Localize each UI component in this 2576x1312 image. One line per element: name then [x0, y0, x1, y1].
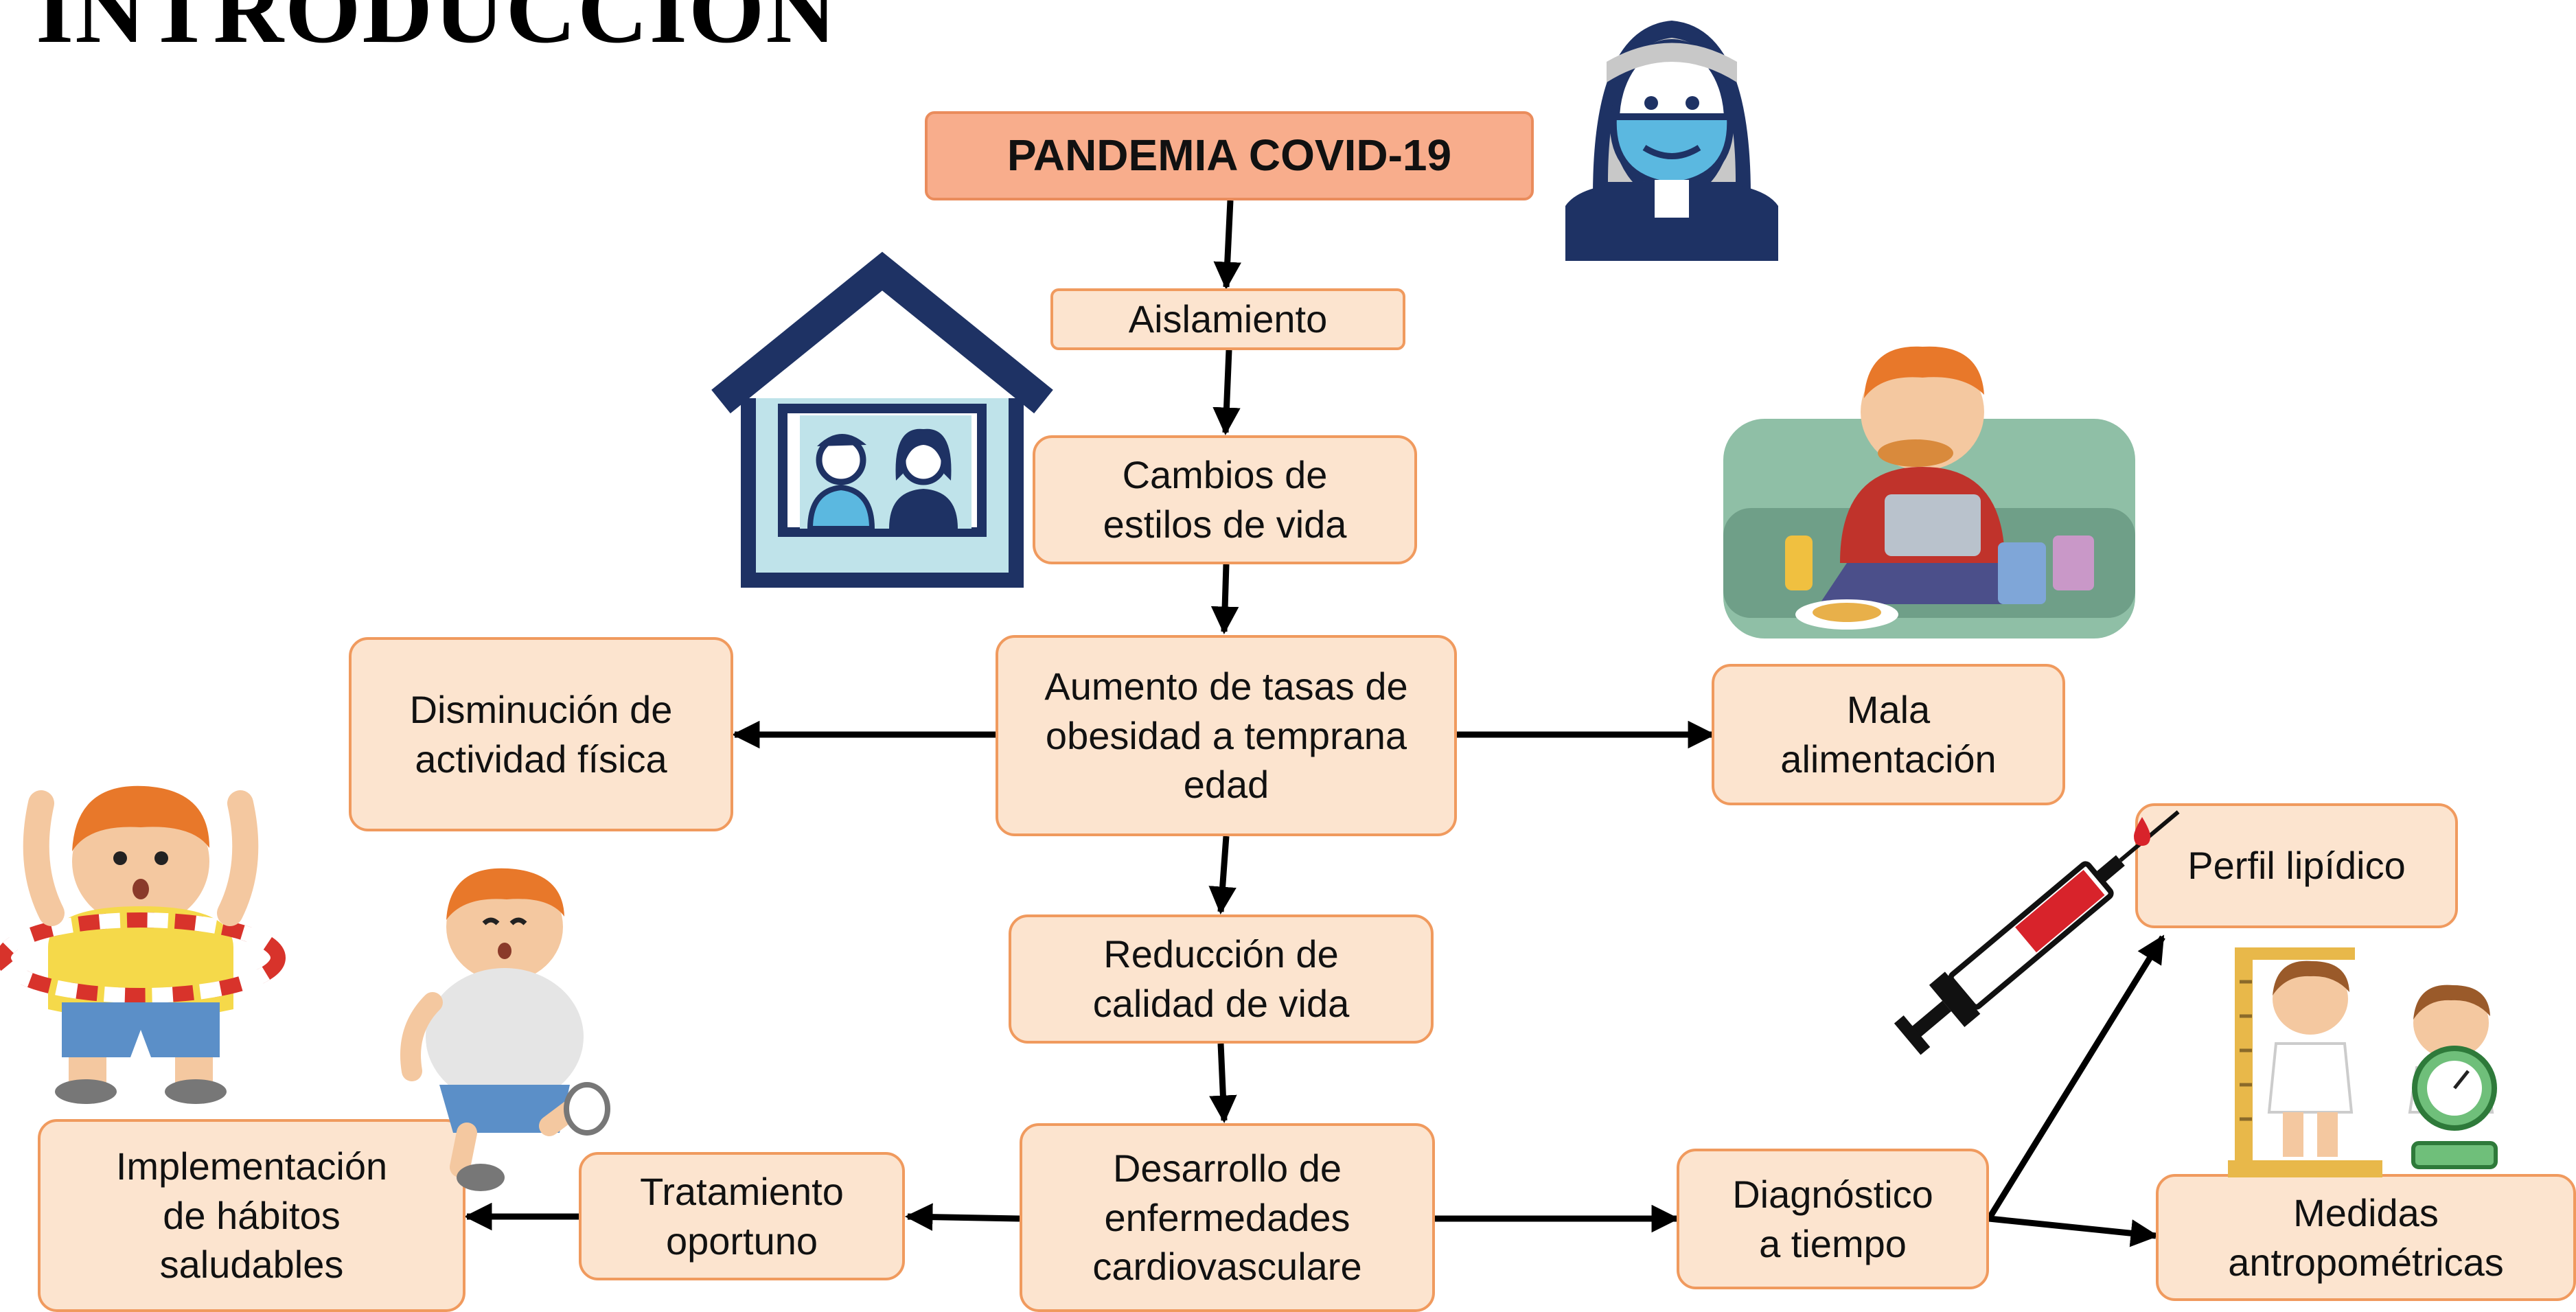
- node-perfil: Perfil lipídico: [2135, 803, 2458, 928]
- node-disminucion: Disminución de actividad física: [349, 637, 733, 831]
- arrow-desarrollo-tratamiento: [904, 1203, 1020, 1231]
- node-mala: Mala alimentación: [1712, 664, 2065, 805]
- arrow-cambios-aumento: [1210, 564, 1239, 635]
- node-implementacion: Implementación de hábitos saludables: [38, 1119, 465, 1312]
- node-cambios: Cambios de estilos de vida: [1033, 435, 1417, 564]
- arrow-reduccion-desarrollo: [1209, 1043, 1237, 1124]
- node-desarrollo: Desarrollo de enfermedades cardiovascula…: [1020, 1123, 1435, 1312]
- node-medidas: Medidas antropométricas: [2156, 1174, 2576, 1301]
- slide-title: INTRODUCCIÓN: [36, 0, 838, 63]
- node-diagnostico: Diagnóstico a tiempo: [1677, 1149, 1989, 1289]
- arrow-diagnostico-perfil: [1986, 934, 2165, 1221]
- node-aumento: Aumento de tasas de obesidad a temprana …: [996, 635, 1457, 836]
- node-pandemia: PANDEMIA COVID-19: [925, 111, 1534, 200]
- node-tratamiento: Tratamiento oportuno: [579, 1152, 905, 1280]
- node-aislamiento: Aislamiento: [1050, 288, 1405, 350]
- arrow-aumento-reduccion: [1208, 836, 1237, 915]
- node-reduccion: Reducción de calidad de vida: [1009, 914, 1434, 1044]
- arrow-diagnostico-medidas: [1988, 1215, 2159, 1247]
- arrow-aislamiento-cambios: [1212, 349, 1241, 436]
- arrow-pandemia-aislamiento: [1213, 200, 1241, 290]
